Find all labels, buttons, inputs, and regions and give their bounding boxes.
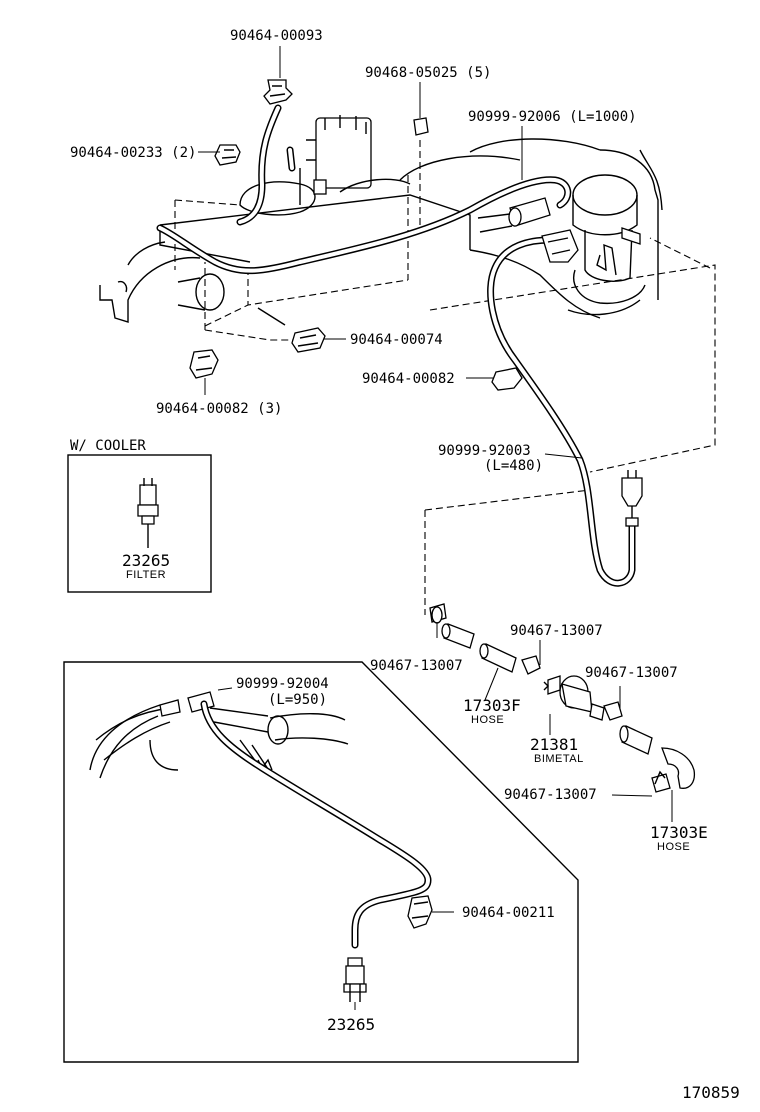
callout-90467-13007-d: 90467-13007	[504, 787, 597, 803]
callout-90464-00233: 90464-00233 (2)	[70, 145, 196, 161]
callout-90464-00074: 90464-00074	[350, 332, 443, 348]
hose-l1000	[156, 104, 572, 275]
bimetal-hose-assembly	[429, 603, 696, 793]
callout-labels: 90464-00093 90468-05025 (5) 90999-92006 …	[70, 28, 740, 1102]
engine-assembly-drawing	[99, 115, 663, 326]
clip-90468-05025	[413, 117, 429, 136]
part-17303f-name: HOSE	[471, 714, 504, 726]
callout-l950: (L=950)	[268, 692, 327, 708]
callout-90464-00082-3: 90464-00082 (3)	[156, 401, 282, 417]
clip-90464-00082-lower	[189, 349, 219, 379]
callout-23265-bottom: 23265	[327, 1015, 375, 1034]
clip-90464-00074	[291, 327, 326, 353]
part-21381-name: BIMETAL	[534, 753, 584, 765]
callout-90999-92003: 90999-92003	[438, 443, 531, 459]
figure-number: 170859	[682, 1083, 740, 1102]
callout-90464-00211: 90464-00211	[462, 905, 555, 921]
callout-90464-00082: 90464-00082	[362, 371, 455, 387]
clip-90464-00093	[263, 79, 293, 105]
part-17303e-number: 17303E	[650, 823, 708, 842]
callout-90464-00093: 90464-00093	[230, 28, 323, 44]
cooler-box-part-number: 23265	[122, 551, 170, 570]
hose-l480	[487, 236, 636, 587]
clip-90464-00233	[214, 144, 241, 166]
part-17303e-name: HOSE	[657, 841, 690, 853]
cooler-box-part-name: FILTER	[126, 569, 166, 581]
clip-90464-00082-mid	[491, 367, 523, 391]
lower-panel	[63, 661, 579, 1063]
part-17303f-number: 17303F	[463, 696, 521, 715]
vsv-valve-right	[621, 470, 643, 527]
callout-90999-92006: 90999-92006 (L=1000)	[468, 109, 637, 125]
callout-90467-13007-c: 90467-13007	[585, 665, 678, 681]
callout-leaders	[198, 46, 673, 1010]
dashed-leaders	[204, 140, 716, 615]
callout-90999-92004: 90999-92004	[236, 676, 329, 692]
cooler-box	[67, 454, 212, 593]
part-21381-number: 21381	[530, 735, 578, 754]
callout-l480: (L=480)	[484, 458, 543, 474]
callout-90467-13007-a: 90467-13007	[510, 623, 603, 639]
callout-90468-05025: 90468-05025 (5)	[365, 65, 491, 81]
cooler-box-title: W/ COOLER	[70, 438, 146, 454]
callout-90467-13007-b: 90467-13007	[370, 658, 463, 674]
clip-hose-connector	[541, 229, 579, 263]
